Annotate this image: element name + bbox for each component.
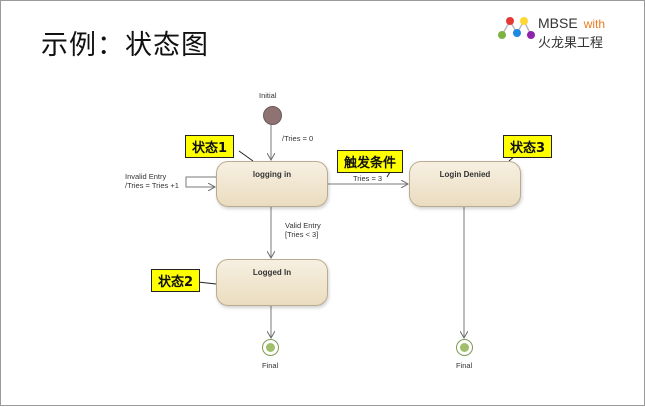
logo-subtitle: 火龙果工程 (538, 36, 604, 51)
state-logging-in: logging in (216, 161, 328, 207)
final-label-2: Final (456, 361, 473, 370)
callout-pointer-1 (238, 150, 254, 162)
logo-name: MBSE (538, 15, 578, 31)
callout-trigger: 触发条件 (337, 150, 404, 173)
denied-transition-label: Tries = 3 (353, 174, 383, 183)
valid-transition-label-1: Valid Entry (285, 221, 321, 230)
logo-line-1: MBSE with (538, 15, 605, 31)
initial-node (263, 106, 282, 125)
initial-label: Initial (259, 91, 277, 100)
molecule-logo-icon (498, 17, 535, 39)
final-node-2 (456, 339, 473, 356)
state-logged-in: Logged In (216, 259, 328, 306)
final-label-1: Final (262, 361, 279, 370)
mbse-logo: MBSE with 火龙果工程 (494, 13, 634, 51)
self-transition-label-2: /Tries = Tries +1 (125, 181, 179, 190)
self-transition (185, 176, 216, 187)
self-transition-label-1: Invalid Entry (125, 172, 167, 181)
valid-transition-label-2: [Tries < 3] (285, 230, 319, 239)
callout-state3: 状态3 (503, 135, 553, 158)
callout-state1: 状态1 (185, 135, 235, 158)
callout-pointer-2 (197, 281, 217, 285)
slide-title: 示例：状态图 (41, 30, 209, 61)
final-node-1 (262, 339, 279, 356)
callout-state2: 状态2 (151, 269, 201, 292)
logo-with: with (583, 17, 606, 31)
state-login-denied: Login Denied (409, 161, 521, 207)
initial-transition-label: /Tries = 0 (282, 134, 314, 143)
